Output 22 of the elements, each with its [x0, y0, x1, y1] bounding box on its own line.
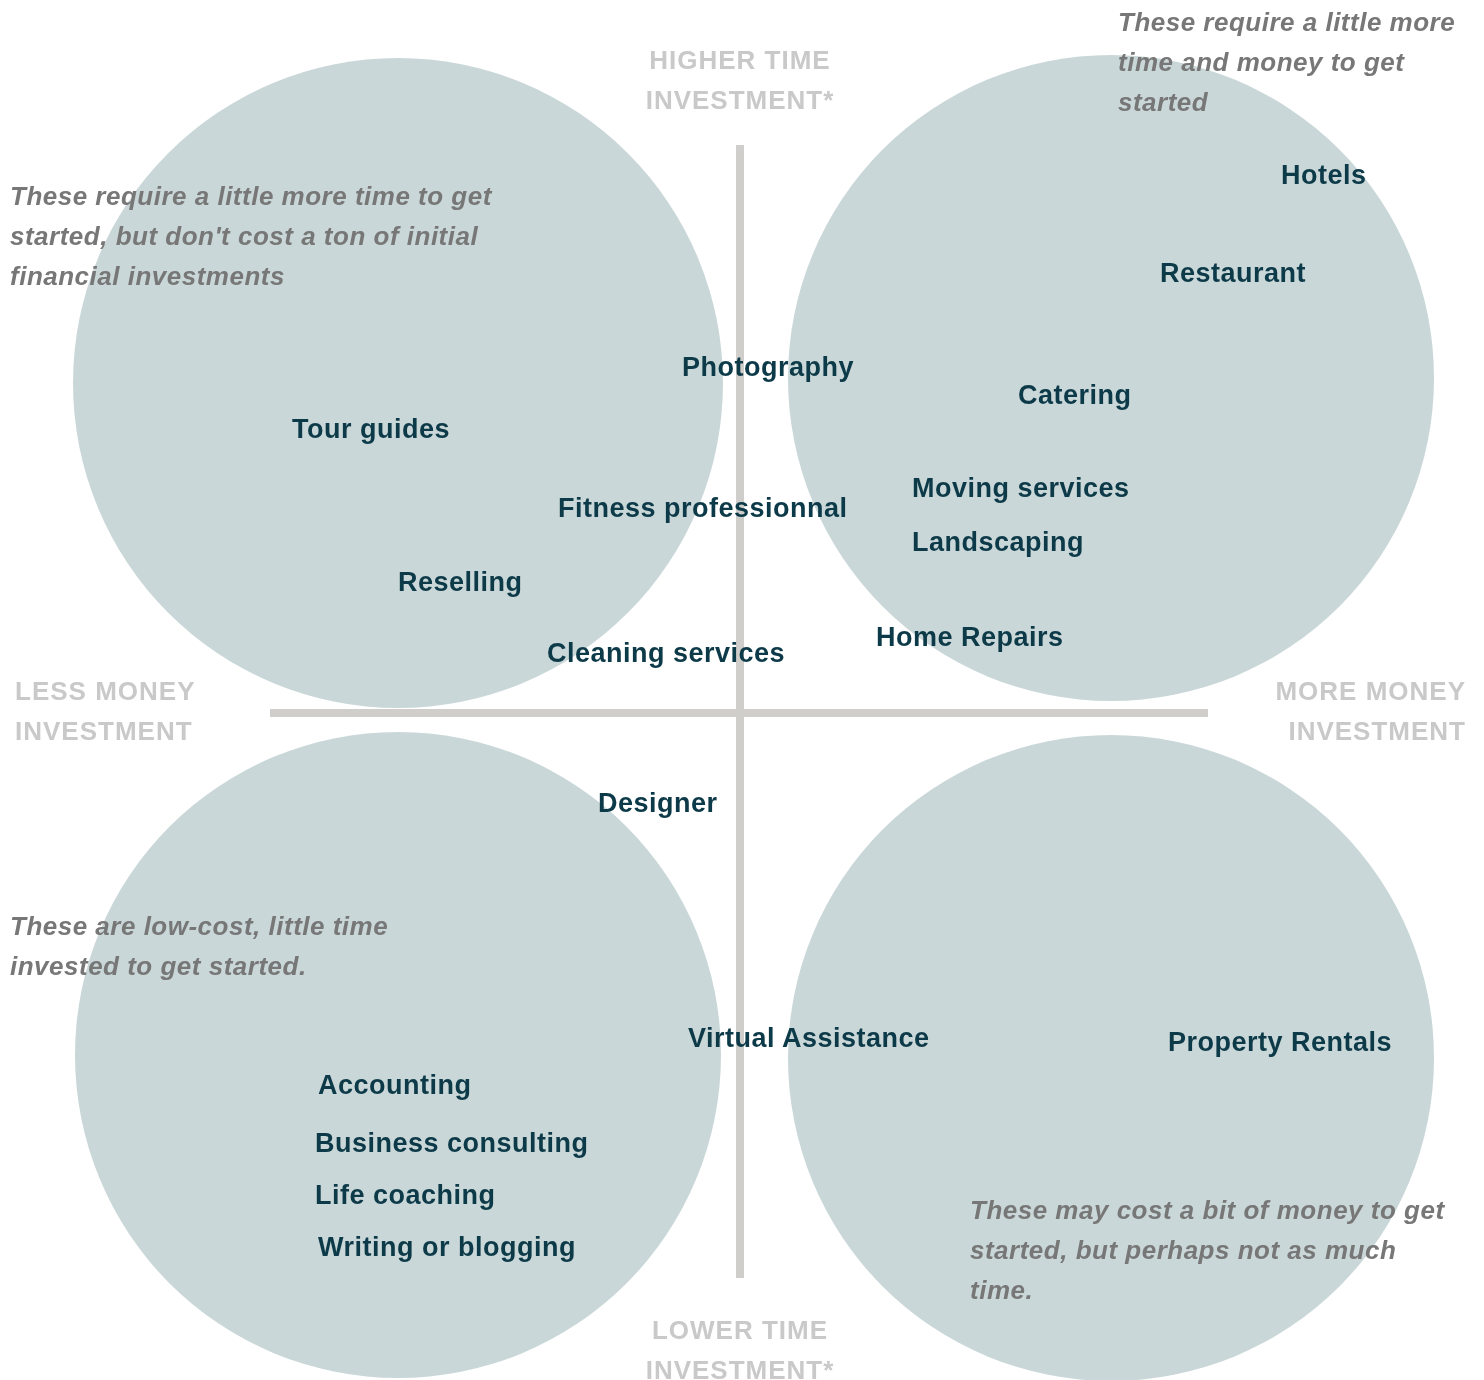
business-idea-label: Restaurant: [1160, 258, 1307, 289]
business-idea-label: Landscaping: [912, 527, 1085, 558]
business-idea-label: Life coaching: [315, 1180, 496, 1211]
business-idea-label: Business consulting: [315, 1128, 589, 1159]
quadrant-note: These require a little more time to get started, but don't cost a ton of initial financial investments: [10, 180, 494, 293]
business-idea-label: Accounting: [318, 1070, 472, 1101]
business-idea-label: Designer: [598, 788, 718, 819]
business-idea-label: Catering: [1018, 380, 1132, 411]
business-idea-label: Writing or blogging: [318, 1232, 576, 1263]
business-idea-label: Photography: [682, 352, 854, 383]
quadrant-note: These require a little more time and money to get started: [1118, 6, 1457, 119]
quadrant-note: These are low-cost, little time invested to get started.: [10, 910, 390, 983]
quadrant-note: These may cost a bit of money to get started, but perhaps not as much time.: [970, 1194, 1446, 1307]
business-idea-label: Tour guides: [292, 414, 450, 445]
business-idea-label: Reselling: [398, 567, 523, 598]
business-idea-label: Property Rentals: [1168, 1027, 1393, 1058]
business-idea-label: Moving services: [912, 473, 1130, 504]
business-idea-label: Cleaning services: [547, 638, 786, 669]
business-idea-label: Fitness professionnal: [558, 493, 848, 524]
business-idea-label: Virtual Assistance: [688, 1023, 930, 1054]
business-idea-label: Home Repairs: [876, 622, 1064, 653]
business-idea-label: Hotels: [1281, 160, 1367, 191]
